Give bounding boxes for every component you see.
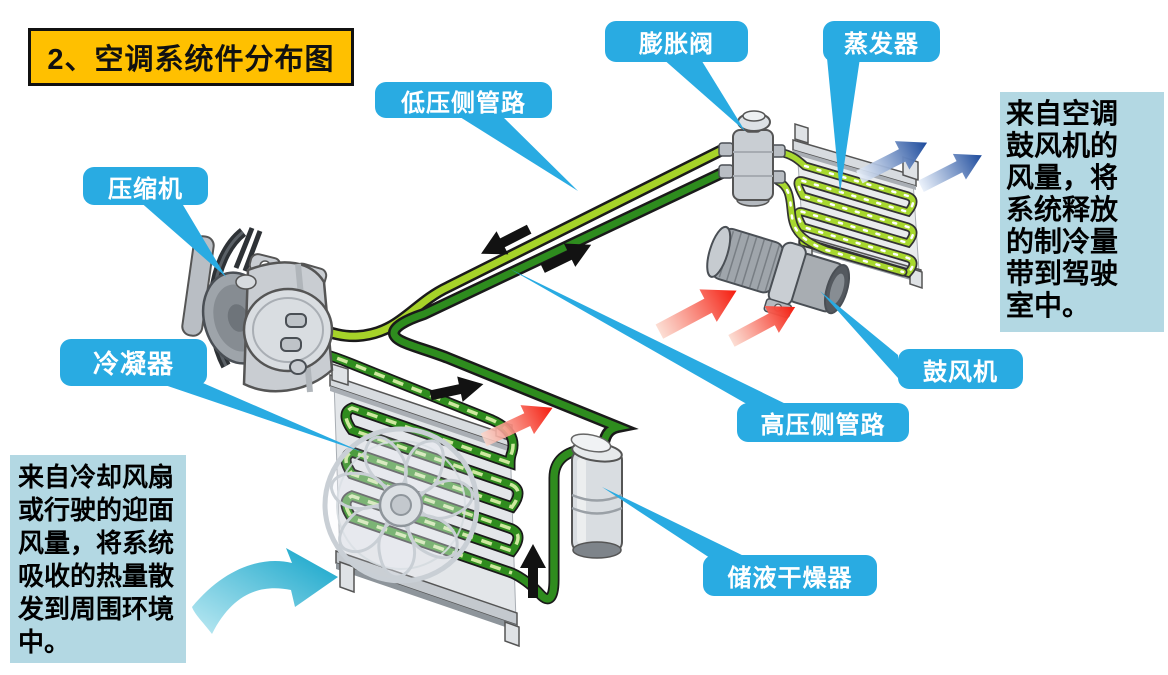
evaporator-graphic xyxy=(773,122,923,290)
callout-tails xyxy=(138,58,898,558)
receiver-drier-graphic xyxy=(570,433,623,559)
label-receiver-drier: 储液干燥器 xyxy=(703,555,877,596)
label-evaporator: 蒸发器 xyxy=(823,21,940,62)
label-compressor: 压缩机 xyxy=(83,167,208,205)
label-blower: 鼓风机 xyxy=(898,349,1023,389)
liquid-pipe-high-pressure xyxy=(388,166,730,456)
note-evaporator-airflow: 来自空调 鼓风机的 风量，将 系统释放 的制冷量 带到驾驶 室中。 xyxy=(1000,92,1164,332)
evaporator-coil xyxy=(773,147,918,279)
condenser-coil xyxy=(273,338,592,605)
label-high-pressure-pipe: 高压侧管路 xyxy=(737,403,909,442)
blower-graphic xyxy=(706,225,851,319)
condenser-graphic xyxy=(273,338,592,648)
label-expansion-valve: 膨胀阀 xyxy=(605,21,748,62)
expansion-valve-graphic xyxy=(718,110,786,207)
note-condenser-airflow: 来自冷却风扇 或行驶的迎面 风量，将系统 吸收的热量散 发到周围环境 中。 xyxy=(10,455,186,663)
label-condenser: 冷凝器 xyxy=(60,339,207,386)
label-low-pressure-pipe: 低压侧管路 xyxy=(375,82,552,118)
cooling-fan-icon xyxy=(322,426,480,584)
page-title: 2、空调系统件分布图 xyxy=(28,28,354,86)
compressor-graphic xyxy=(181,227,334,393)
ambient-air-arrow-icon xyxy=(192,548,338,634)
